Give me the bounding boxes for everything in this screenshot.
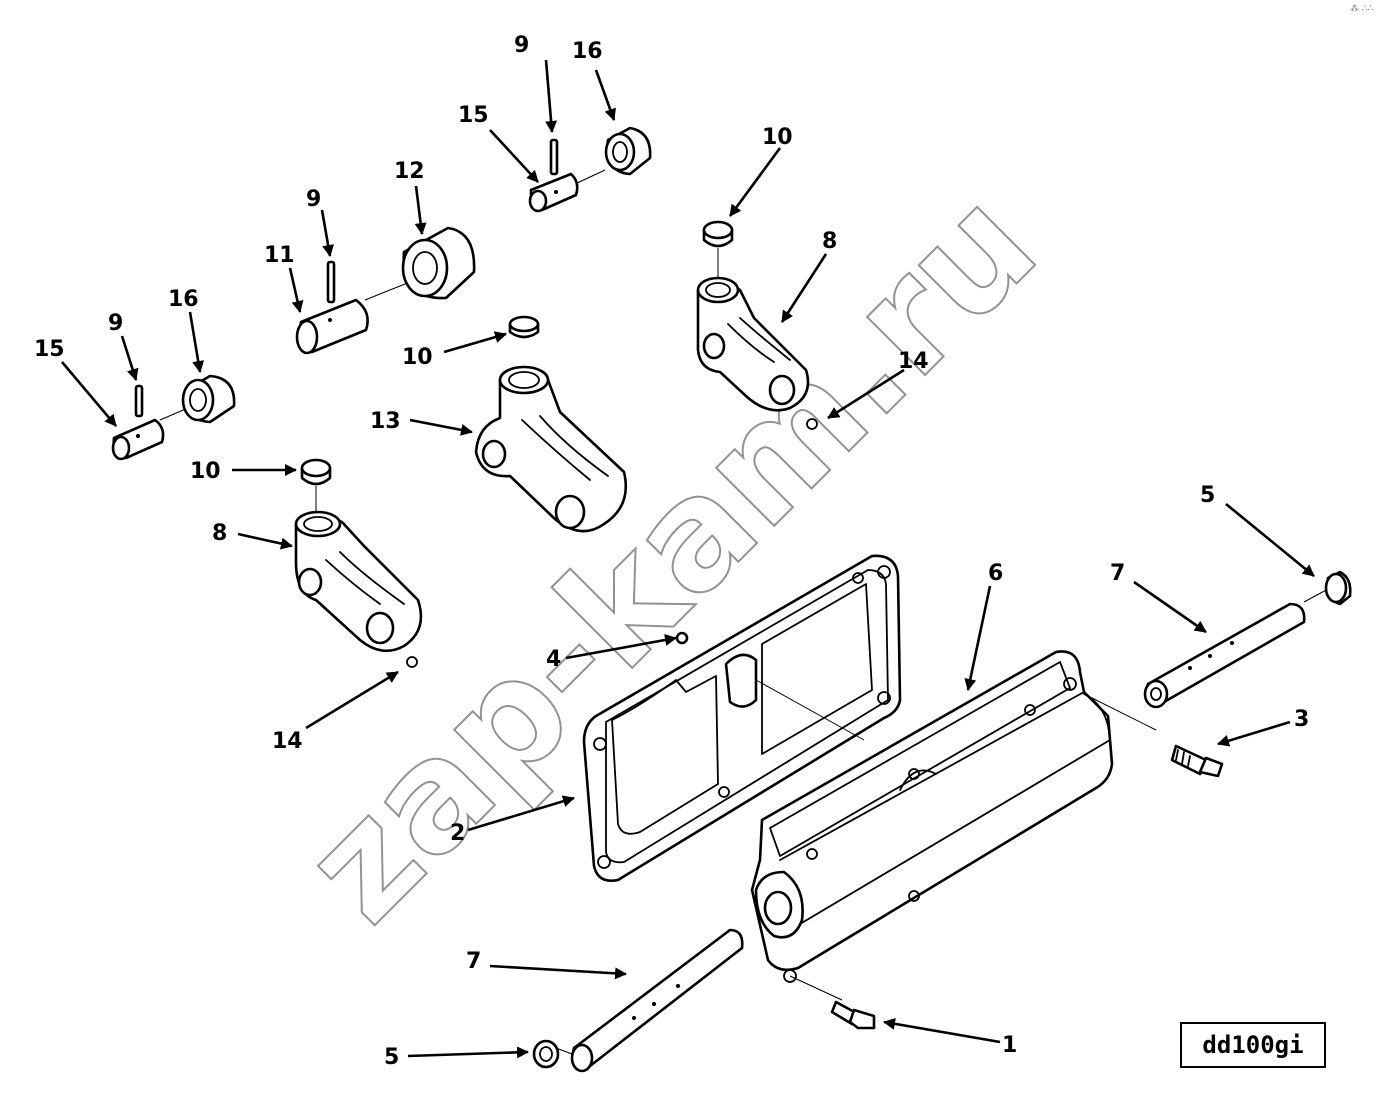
callout-14-lower: 14 [272, 729, 303, 754]
callout-9-left: 9 [108, 311, 123, 336]
shaft-part-7-right [1143, 587, 1331, 709]
callout-5-lower: 5 [384, 1045, 399, 1070]
drawing-code-label: dd100gi [1180, 1022, 1326, 1068]
callout-14-upper: 14 [898, 349, 929, 374]
callout-3: 3 [1294, 707, 1309, 732]
callout-10-left: 10 [190, 459, 221, 484]
callout-8-upper: 8 [822, 229, 837, 254]
callout-12: 12 [394, 159, 425, 184]
rocker-arm-part-8-upper [696, 276, 818, 430]
plug-part-10-middle [508, 315, 540, 339]
callout-10-upper: 10 [762, 125, 793, 150]
rocker-arm-part-13 [474, 365, 628, 533]
callout-8-left: 8 [212, 521, 227, 546]
bushing-part-12 [401, 226, 476, 300]
cap-part-5-lower [532, 1039, 560, 1069]
spring-pin-part-9-left [134, 384, 144, 418]
callout-15-upper: 15 [458, 103, 489, 128]
callout-10-middle: 10 [402, 345, 433, 370]
plug-part-10-left [300, 458, 332, 512]
spring-pin-part-9-middle [326, 260, 336, 304]
plug-part-10-upper [702, 220, 734, 280]
callout-6: 6 [988, 561, 1003, 586]
shaft-part-7-lower [555, 928, 744, 1073]
housing-part-6 [750, 650, 1157, 1001]
leader-lines [61, 59, 1315, 1059]
callout-9-middle: 9 [306, 187, 321, 212]
callout-1: 1 [1002, 1033, 1017, 1058]
bushing-part-16-left [181, 374, 236, 424]
callout-11: 11 [264, 243, 295, 268]
callout-15-left: 15 [34, 337, 65, 362]
gasket-part-2 [582, 554, 902, 882]
callout-13: 13 [370, 409, 401, 434]
callout-labels: 1 2 3 4 5 5 6 7 7 8 8 9 9 9 10 10 10 11 … [34, 33, 1309, 1070]
spring-pin-part-9-upper [549, 138, 559, 176]
callout-7-right: 7 [1110, 561, 1125, 586]
pin-part-15-upper [528, 169, 606, 213]
callout-4: 4 [546, 647, 561, 672]
callout-16-upper: 16 [572, 39, 603, 64]
shaft-part-11 [295, 281, 411, 355]
rocker-arm-part-8-left [294, 510, 423, 668]
cap-part-5-right [1324, 570, 1352, 606]
callout-16-left: 16 [168, 287, 199, 312]
callout-9-upper: 9 [514, 33, 529, 58]
callout-5-right: 5 [1200, 483, 1215, 508]
bushing-part-16-upper [604, 126, 652, 176]
bolt-part-1 [830, 1000, 876, 1030]
fitting-part-3 [1170, 744, 1224, 778]
corner-mark: ⁂ ∴∴ [1350, 4, 1374, 14]
callout-7-lower: 7 [466, 949, 481, 974]
callout-2: 2 [450, 821, 465, 846]
pin-part-15-left [111, 407, 189, 461]
